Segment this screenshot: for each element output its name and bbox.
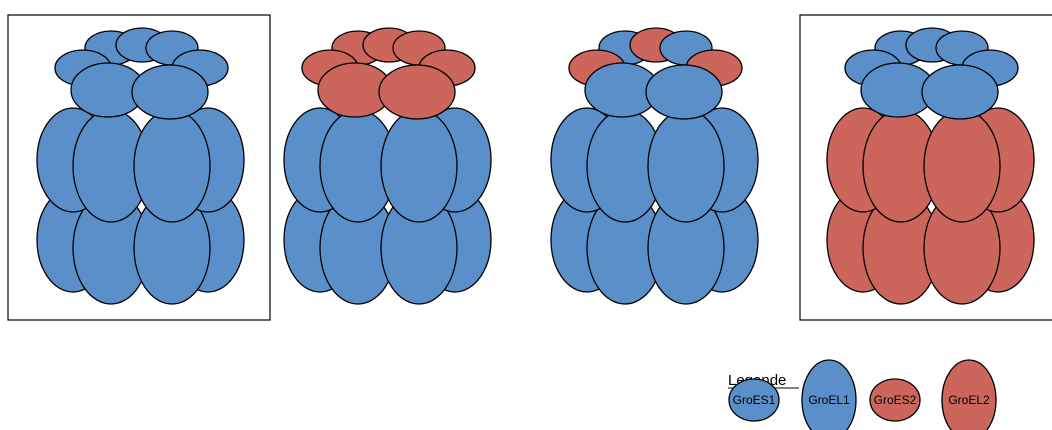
complexes-group [8, 15, 1052, 320]
legend-item-groel2: GroEL2 [942, 360, 996, 430]
groel-subunit [648, 110, 724, 222]
groel-subunit [134, 110, 210, 222]
legend-item-groes2: GroES2 [870, 379, 920, 421]
legend-item-groes1: GroES1 [729, 379, 779, 421]
legend-item-label: GroEL2 [948, 393, 990, 407]
groes-subunit [646, 65, 722, 119]
legend-item-label: GroEL1 [808, 393, 850, 407]
complex-3 [551, 28, 758, 304]
groel-subunit [381, 110, 457, 222]
legend-item-label: GroES2 [874, 393, 917, 407]
groes-subunit [922, 65, 998, 119]
complex-4 [800, 15, 1052, 320]
groel-subunit [924, 110, 1000, 222]
legend-items: GroES1 GroEL1 GroES2 GroEL2 [729, 360, 996, 430]
complex-1 [8, 15, 270, 320]
legend-item-label: GroES1 [733, 393, 776, 407]
legend-item-groel1: GroEL1 [802, 360, 856, 430]
groes-subunit [379, 65, 455, 119]
complex-2 [284, 28, 491, 304]
groes-subunit [132, 65, 208, 119]
